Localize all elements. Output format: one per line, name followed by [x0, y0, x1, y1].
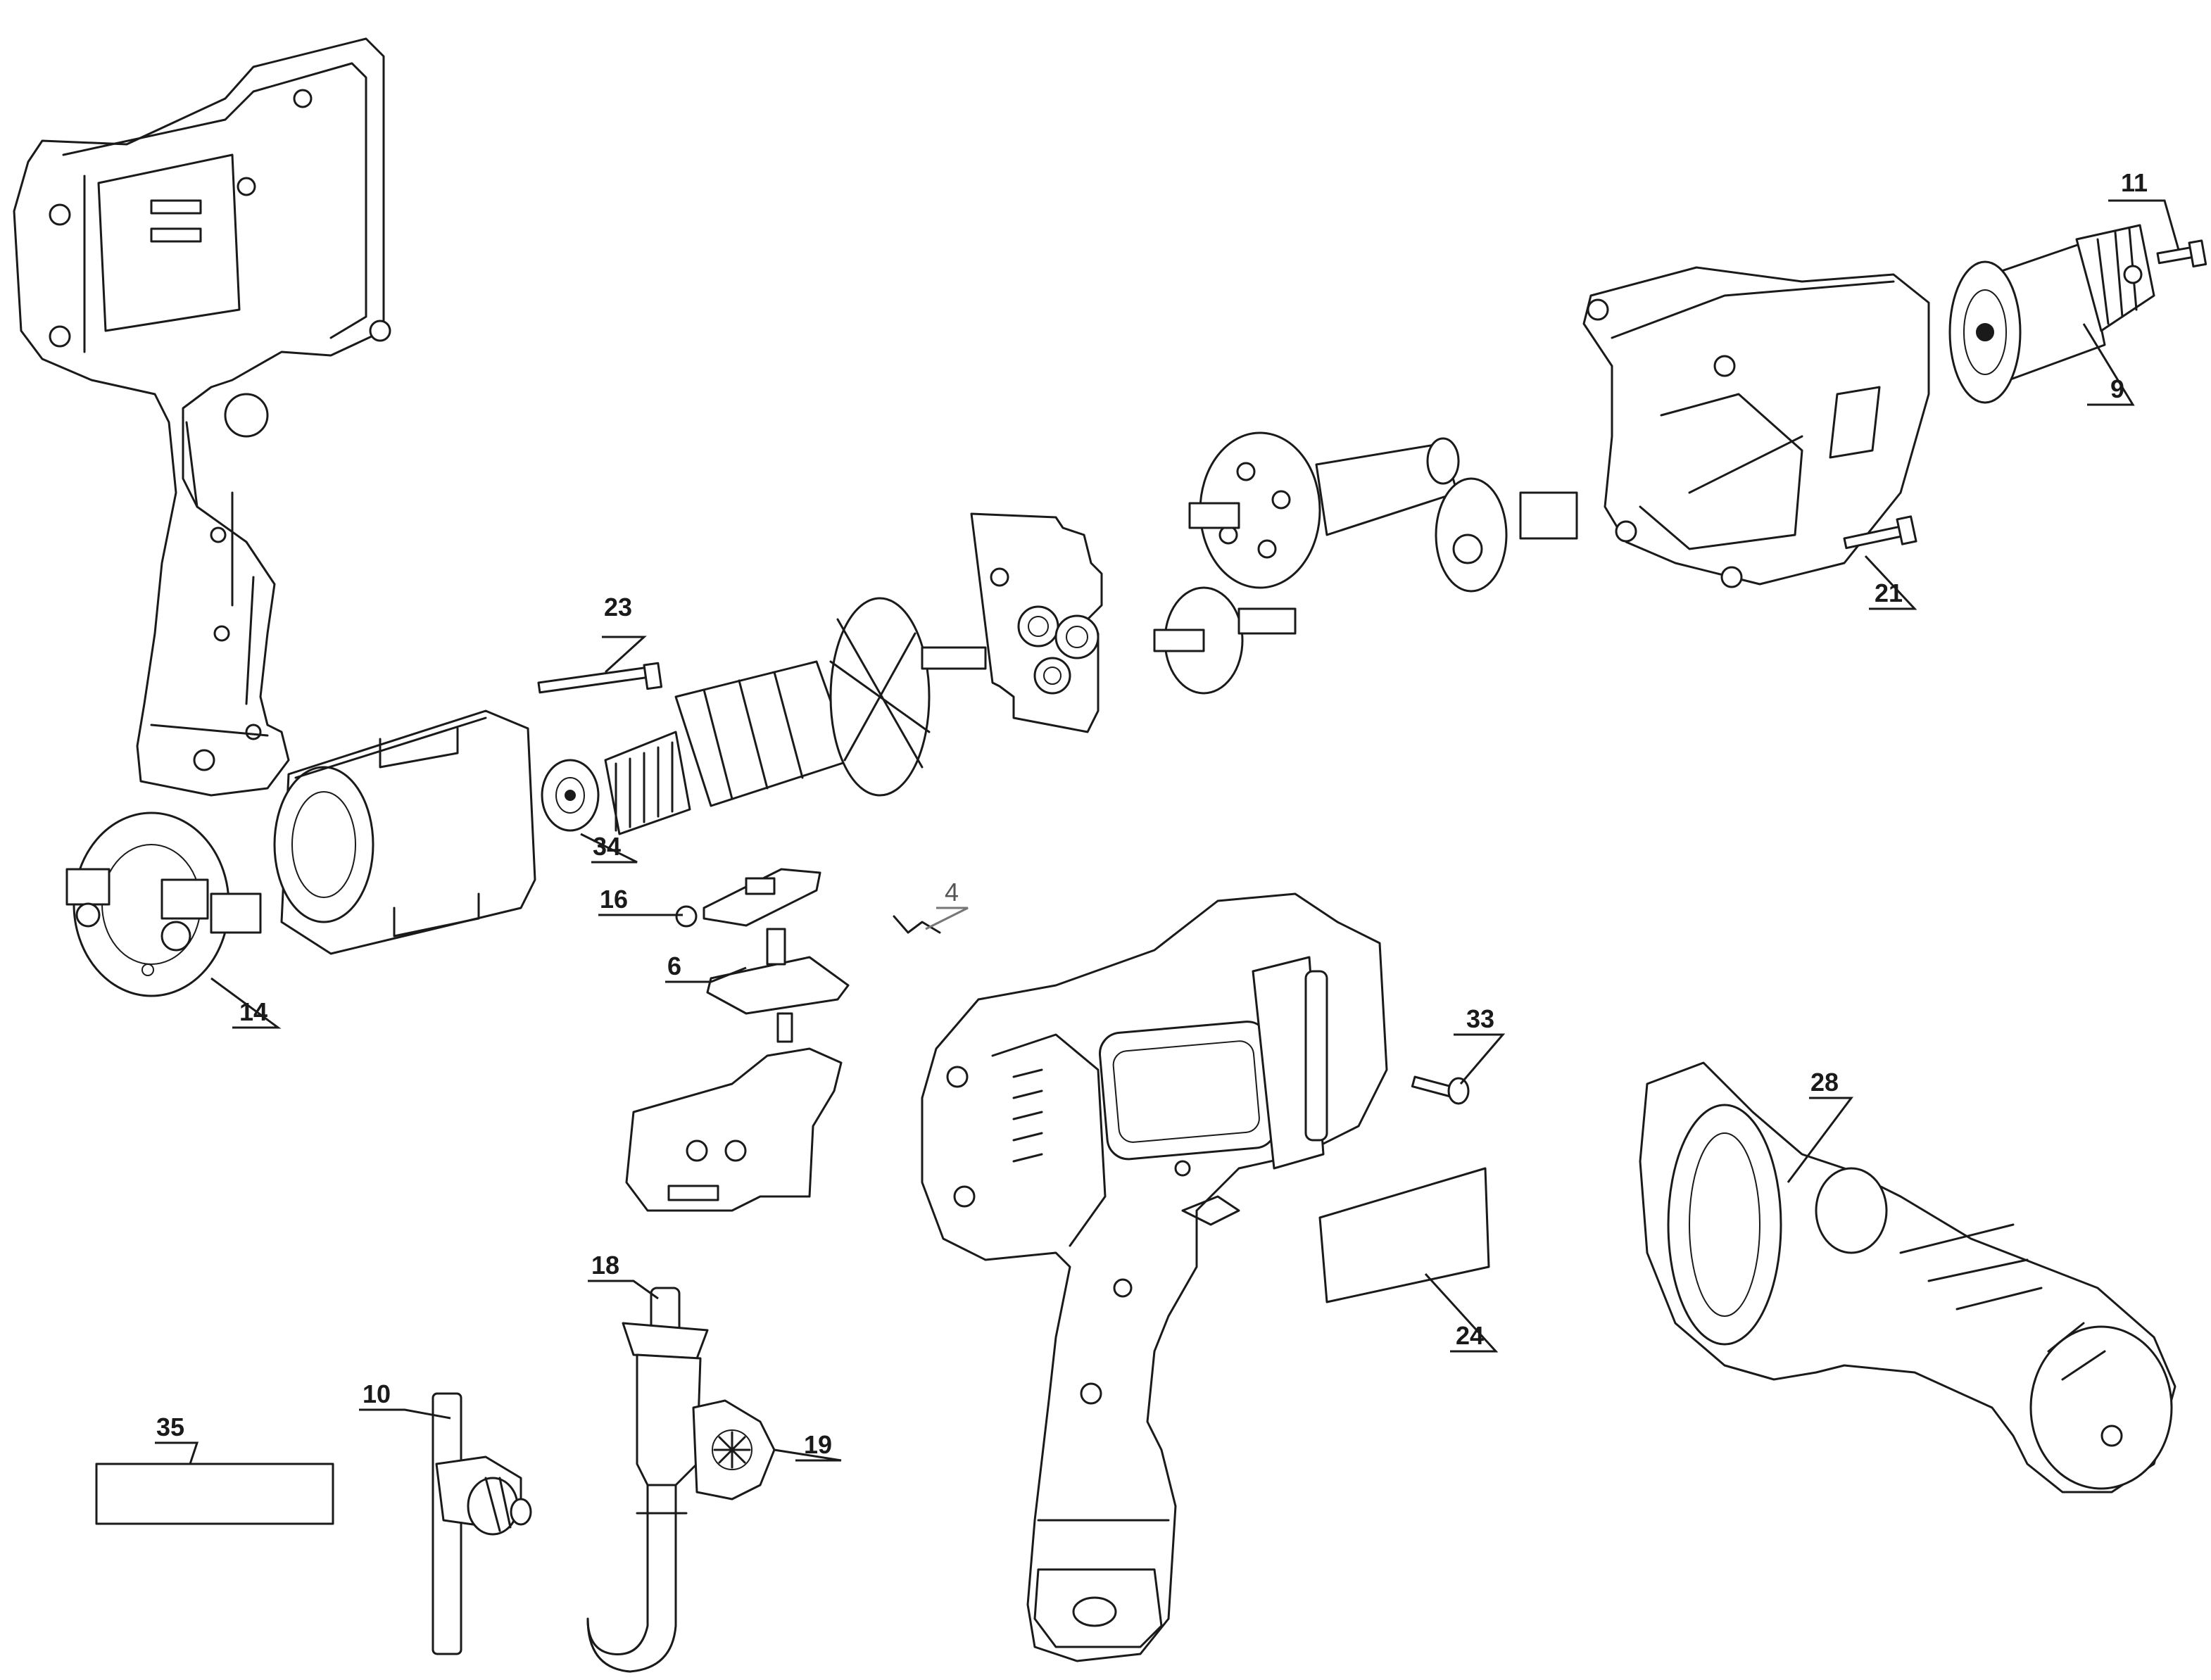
reversing-lever-6	[706, 928, 850, 1043]
gear-case-screw	[1843, 515, 1917, 550]
depth-rod	[586, 1287, 709, 1673]
motor-plate	[970, 512, 1103, 733]
leader-lines	[155, 199, 2180, 1465]
callout-9: 9	[2110, 374, 2124, 403]
brush-holder-plate	[65, 811, 262, 997]
gear-case	[1582, 266, 1930, 588]
screw-33	[1411, 1075, 1470, 1105]
chuck-screw	[2156, 239, 2207, 267]
callout-28: 28	[1810, 1068, 1839, 1097]
callout-18: 18	[591, 1251, 619, 1280]
chuck-key	[432, 1392, 532, 1655]
callout-21: 21	[1875, 579, 1903, 607]
depth-clamp	[692, 1399, 776, 1501]
callout-4: 4	[945, 878, 959, 907]
callout-24: 24	[1456, 1321, 1484, 1350]
nameplate-label	[1318, 1167, 1490, 1303]
callout-34: 34	[593, 832, 621, 861]
callout-11: 11	[2121, 168, 2148, 197]
callout-labels: 11 9 21 23 34 16 4 6 14 33 28 24 18 10 1…	[156, 168, 2148, 1459]
callout-6: 6	[667, 952, 681, 980]
callout-35: 35	[156, 1413, 184, 1441]
side-handle	[1639, 1061, 2177, 1493]
callout-10: 10	[363, 1379, 391, 1408]
label-35	[95, 1463, 334, 1525]
callout-16: 16	[600, 885, 628, 914]
drill-chuck	[1948, 224, 2155, 404]
callout-19: 19	[804, 1430, 832, 1459]
trigger-switch	[625, 1047, 843, 1212]
assembled-drill	[921, 892, 1388, 1662]
callout-23: 23	[604, 593, 632, 621]
switch-spring-16	[675, 868, 821, 928]
armature	[541, 597, 987, 835]
callout-33: 33	[1466, 1004, 1494, 1033]
housing-half	[13, 37, 391, 797]
callout-14: 14	[239, 997, 267, 1026]
field-stator	[273, 709, 536, 955]
long-screw	[537, 662, 663, 694]
gear-assembly	[1153, 431, 1578, 695]
